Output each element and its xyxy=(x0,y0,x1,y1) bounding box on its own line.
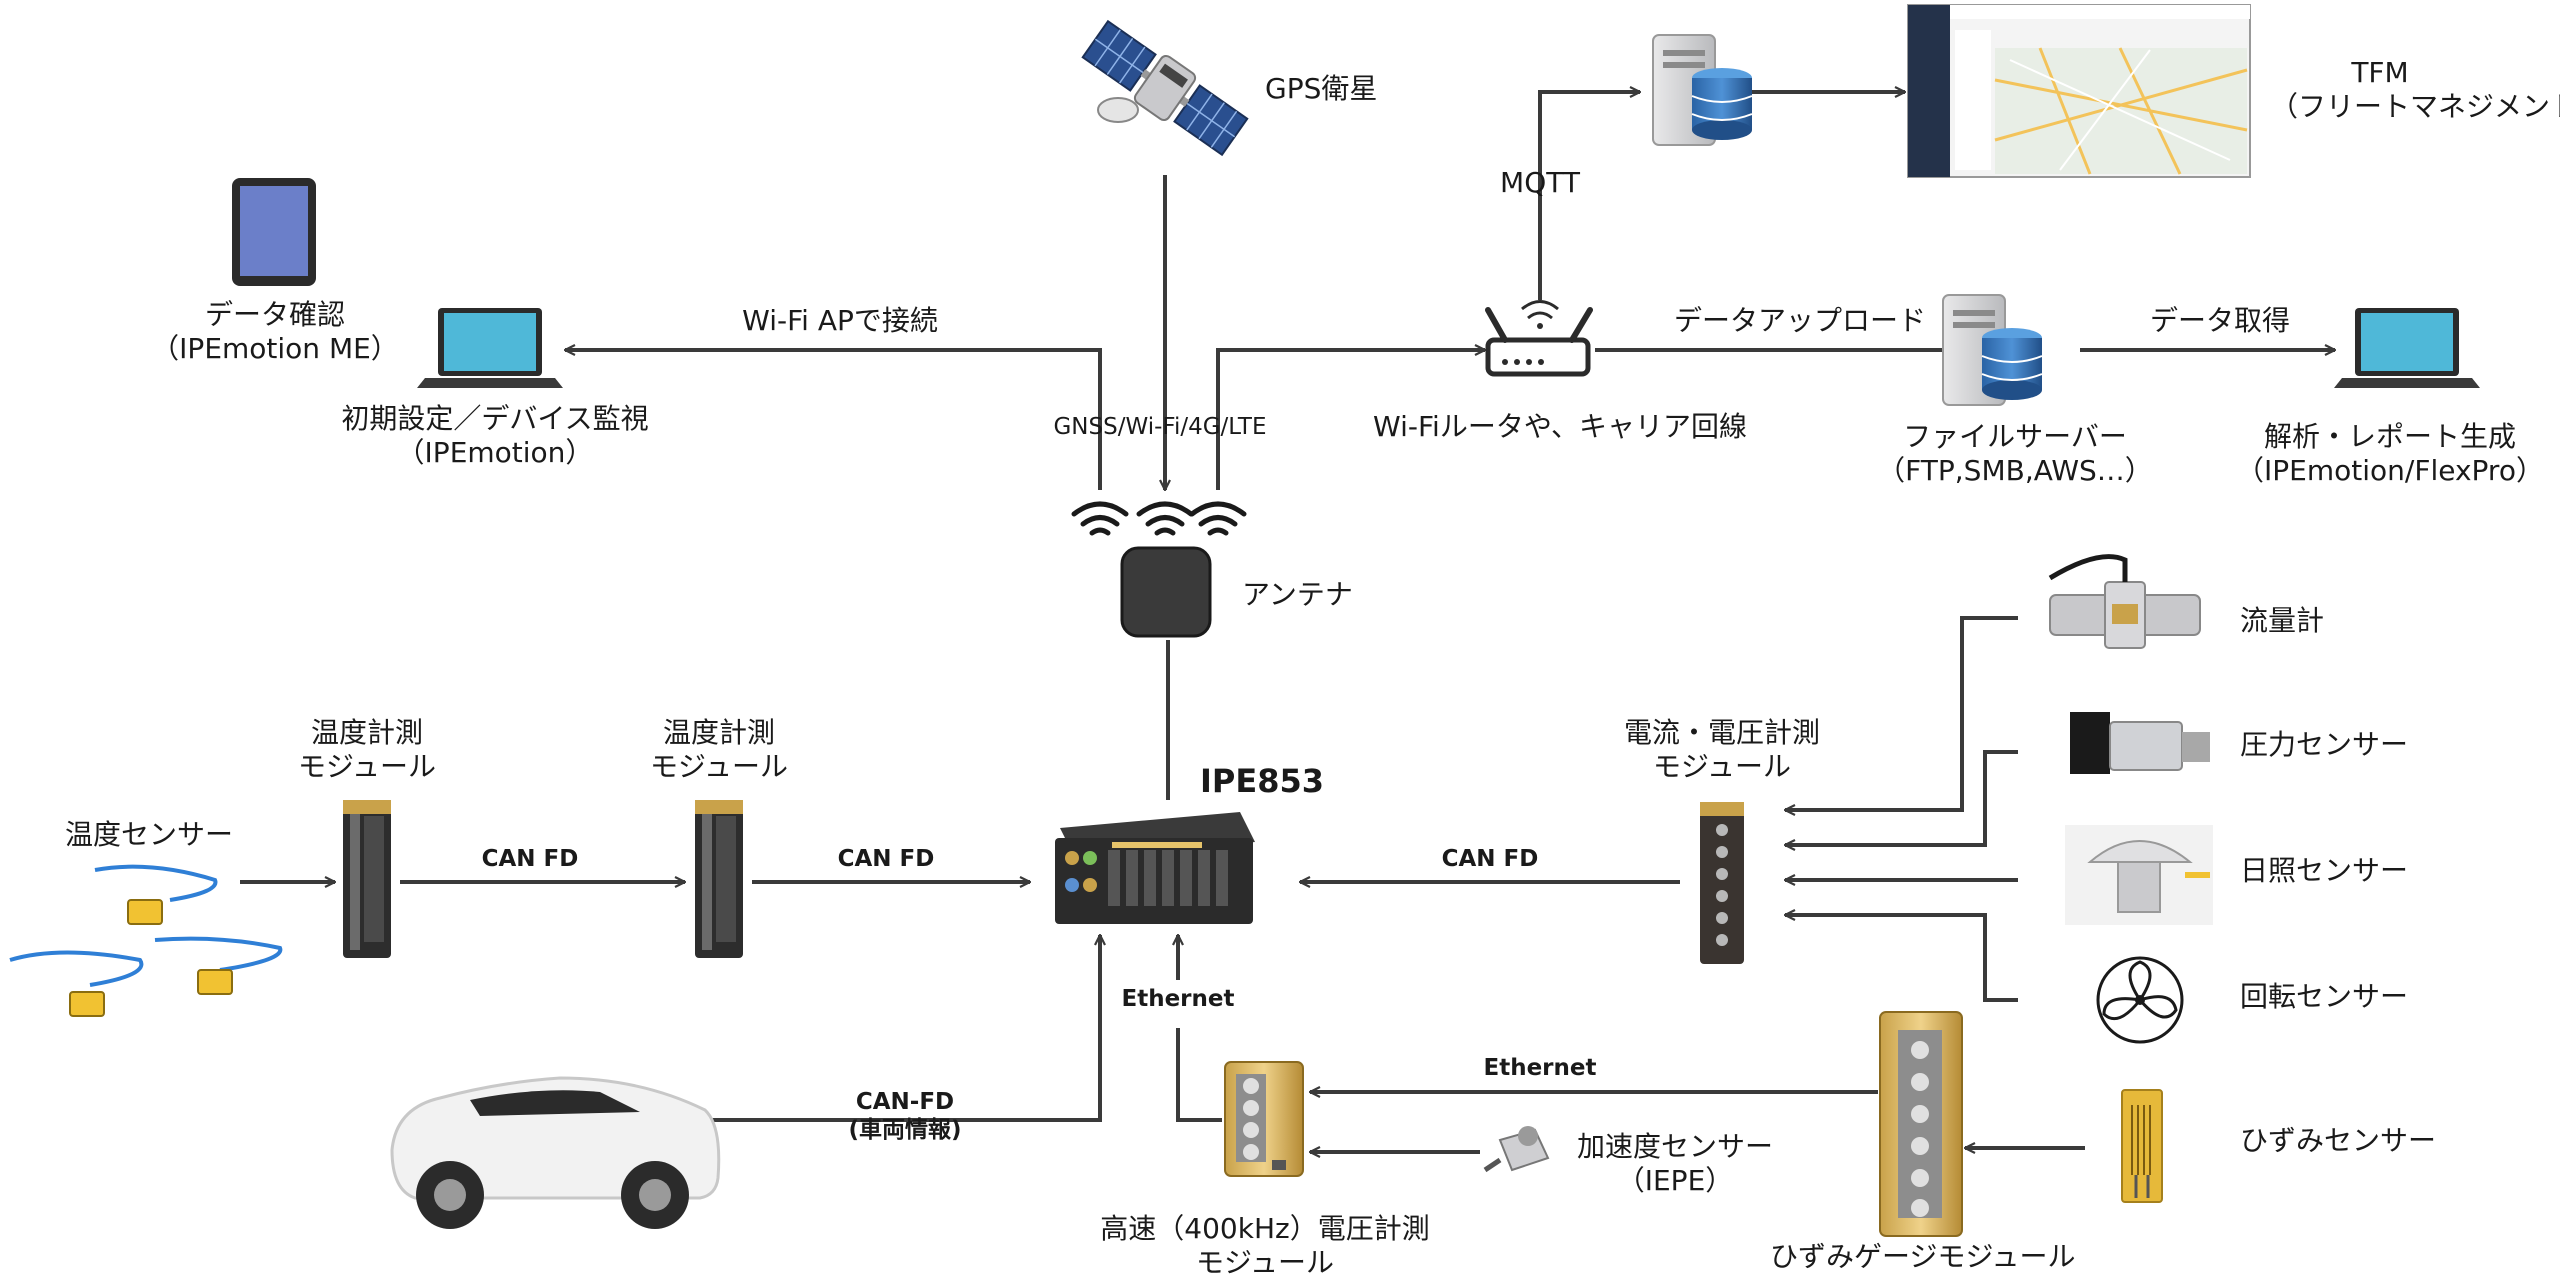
vehicle-icon xyxy=(390,1076,721,1229)
label-canfd-vehicle-line2: (車両情報) xyxy=(848,1117,962,1144)
label-current-voltage-module-line2: モジュール xyxy=(1652,750,1792,784)
label-canfd-1: CAN FD xyxy=(481,846,579,872)
label-data-check-line1: データ確認 xyxy=(204,298,345,331)
server-icon-mqtt xyxy=(1652,34,1753,146)
label-canfd-2: CAN FD xyxy=(837,846,935,872)
label-file-server-line2: （FTP,SMB,AWS…） xyxy=(1877,454,2153,488)
label-strain-gauge-module: ひずみゲージモジュール xyxy=(1770,1240,2076,1273)
label-data-check: データ確認 （IPEmotion ME） xyxy=(140,298,410,366)
antenna-icon xyxy=(1120,546,1212,638)
label-hs-voltage-module-line2: モジュール xyxy=(1195,1246,1335,1280)
label-initial-setup-line2: （IPEmotion） xyxy=(396,436,594,470)
label-tfm-line1: TFM xyxy=(2351,56,2409,89)
label-data-get: データ取得 xyxy=(2149,304,2290,337)
laptop-icon-analysis xyxy=(2334,308,2480,388)
label-hs-voltage-module-line1: 高速（400kHz）電圧計測 xyxy=(1100,1212,1430,1245)
label-pressure-sensor: 圧力センサー xyxy=(2240,728,2409,761)
label-flowmeter: 流量計 xyxy=(2240,604,2325,637)
flowmeter-icon xyxy=(2048,554,2201,649)
label-accelerometer: 加速度センサー （IEPE） xyxy=(1555,1130,1795,1198)
label-temp-module-2-line1: 温度計測 xyxy=(662,716,775,749)
label-tfm-line2: （フリートマネジメント） xyxy=(2270,90,2560,124)
laptop-icon-setup xyxy=(417,308,563,388)
label-strain-sensor: ひずみセンサー xyxy=(2240,1124,2437,1157)
satellite-icon xyxy=(1081,19,1249,157)
label-ipe853: IPE853 xyxy=(1200,762,1325,800)
label-accelerometer-line1: 加速度センサー xyxy=(1576,1130,1773,1163)
strain-sensor-icon xyxy=(2121,1089,2163,1203)
pressure-sensor-icon xyxy=(2070,712,2210,774)
label-data-check-line2: （IPEmotion ME） xyxy=(151,332,399,366)
label-canfd-3: CAN FD xyxy=(1441,846,1539,872)
hs-voltage-module-icon xyxy=(1224,1061,1304,1177)
sunlight-sensor-icon xyxy=(2065,825,2213,925)
label-accelerometer-line2: （IEPE） xyxy=(1616,1164,1734,1198)
strain-gauge-module-icon xyxy=(1879,1011,1963,1237)
label-hs-voltage-module: 高速（400kHz）電圧計測 モジュール xyxy=(1090,1212,1440,1280)
label-file-server-line1: ファイルサーバー xyxy=(1903,420,2127,453)
temperature-sensor-plugs xyxy=(69,899,233,1017)
rotation-sensor-icon xyxy=(2096,956,2184,1044)
label-tfm: TFM （フリートマネジメント） xyxy=(2270,56,2560,124)
label-analysis-line2: （IPEmotion/FlexPro） xyxy=(2236,454,2544,488)
connection-lines xyxy=(240,92,2335,1152)
label-ethernet-2: Ethernet xyxy=(1483,1055,1597,1081)
label-temp-module-2: 温度計測 モジュール xyxy=(619,716,819,784)
label-rotation-sensor: 回転センサー xyxy=(2240,980,2409,1013)
label-analysis: 解析・レポート生成 （IPEmotion/FlexPro） xyxy=(2230,420,2550,488)
label-temp-module-1-line1: 温度計測 xyxy=(310,716,423,749)
label-temp-module-1-line2: モジュール xyxy=(297,750,437,784)
server-icon-fileserver xyxy=(1942,294,2043,406)
label-router: Wi-Fiルータや、キャリア回線 xyxy=(1373,410,1747,443)
label-temp-module-1: 温度計測 モジュール xyxy=(267,716,467,784)
label-current-voltage-module: 電流・電圧計測 モジュール xyxy=(1592,716,1852,784)
label-sunlight-sensor: 日照センサー xyxy=(2240,854,2409,887)
wifi-signal-icons xyxy=(1071,501,1247,536)
label-gnss: GNSS/Wi-Fi/4G/LTE xyxy=(1053,414,1267,440)
label-initial-setup: 初期設定／デバイス監視 （IPEmotion） xyxy=(330,402,660,470)
label-gps-satellite: GPS衛星 xyxy=(1265,72,1378,105)
temp-module-2-icon xyxy=(695,800,743,958)
temperature-sensor-icon xyxy=(9,864,283,987)
label-temperature-sensor: 温度センサー xyxy=(65,818,234,851)
label-analysis-line1: 解析・レポート生成 xyxy=(2263,420,2516,453)
current-voltage-module-icon xyxy=(1700,802,1744,964)
label-ethernet-1: Ethernet xyxy=(1121,986,1235,1012)
label-wifi-ap: Wi-Fi APで接続 xyxy=(742,304,938,337)
label-temp-module-2-line2: モジュール xyxy=(649,750,789,784)
accelerometer-icon xyxy=(1483,1126,1550,1173)
label-antenna: アンテナ xyxy=(1242,578,1353,611)
label-data-upload: データアップロード xyxy=(1673,304,1926,337)
ipe853-device-icon xyxy=(1055,812,1255,924)
label-canfd-vehicle-line1: CAN-FD xyxy=(855,1089,955,1115)
label-mqtt: MQTT xyxy=(1500,166,1580,199)
label-canfd-vehicle: CAN-FD (車両情報) xyxy=(815,1088,995,1144)
tfm-screen-icon xyxy=(1907,4,2251,178)
router-icon xyxy=(1485,300,1593,377)
label-current-voltage-module-line1: 電流・電圧計測 xyxy=(1623,716,1820,749)
temp-module-1-icon xyxy=(343,800,391,958)
label-file-server: ファイルサーバー （FTP,SMB,AWS…） xyxy=(1870,420,2160,488)
tablet-icon xyxy=(232,178,316,286)
label-initial-setup-line1: 初期設定／デバイス監視 xyxy=(341,402,649,435)
